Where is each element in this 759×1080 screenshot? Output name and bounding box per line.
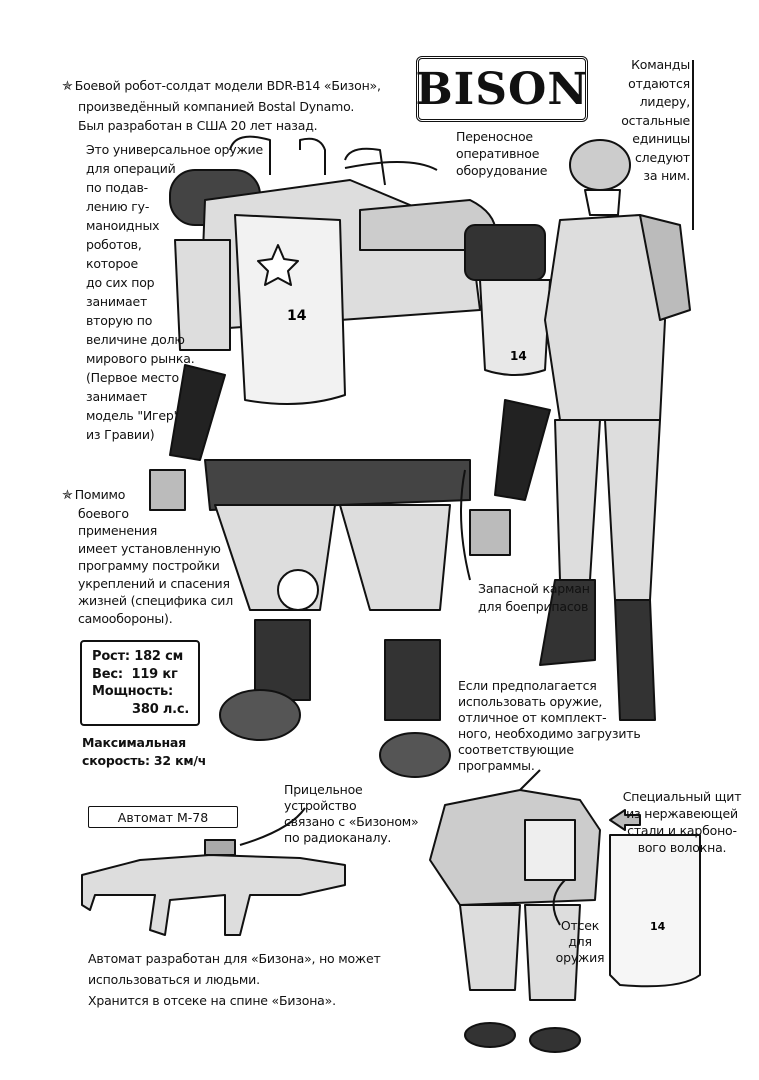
shield-drawing: [609, 809, 701, 988]
secondary-use-note: ✯Помимо боевого применения имеет установ…: [62, 487, 234, 626]
intro-note: ✯Боевой робот-солдат модели BDR-B14 «Биз…: [62, 76, 381, 136]
star-icon: ✯: [62, 79, 73, 94]
stat-power-label: Мощность:: [92, 684, 174, 699]
compartment-note: Отсек для оружия: [555, 918, 605, 965]
rifle-note: Автомат разработан для «Бизона», но може…: [88, 951, 381, 1008]
max-speed-note: Максимальная скорость: 32 км/ч: [82, 735, 207, 768]
shield-note: Специальный щит из нержавеющей стали и к…: [622, 789, 742, 855]
small-robot-drawing: [429, 769, 601, 1053]
weapon-swap-note: Если предполагается использовать оружие,…: [458, 678, 641, 773]
rifle-label: Автомат М-78: [117, 809, 209, 825]
bison-robot-drawing: [149, 135, 551, 778]
portable-equipment-note: Переносное оперативное оборудование: [456, 129, 548, 178]
rifle-drawing: [81, 807, 346, 936]
intro-line: Был разработан в США 20 лет назад.: [78, 118, 318, 133]
sight-note: Прицельное устройство связано с «Бизоном…: [284, 782, 419, 845]
intro-line: произведённый компанией Bostal Dynamo.: [78, 98, 355, 114]
stat-height: Рост: 182 см: [92, 649, 184, 664]
stats-box: Рост: 182 см Вес: 119 кг Мощность: 380 л…: [80, 640, 200, 726]
robot-number-2: 14: [510, 349, 527, 363]
portable-arrow: [344, 161, 438, 171]
pocket-arrow: [460, 469, 471, 581]
intro-line: Боевой робот-солдат модели BDR-B14 «Бизо…: [74, 78, 381, 93]
commands-note: Команды отдаются лидеру, остальные едини…: [621, 57, 690, 183]
soldier-drawing: [539, 60, 694, 721]
shield-number: 14: [650, 920, 666, 933]
robot-number: 14: [287, 308, 307, 324]
spare-pocket-note: Запасной карман для боеприпасов: [478, 581, 590, 614]
star-icon: ✯: [62, 488, 73, 503]
stat-weight: Вес: 119 кг: [92, 666, 178, 682]
stat-power-value: 380 л.с.: [132, 701, 190, 717]
rifle-label-box: Автомат М-78: [88, 806, 238, 828]
page-title: BISON: [415, 56, 588, 122]
weapon-note: Это универсальное оружие для операций по…: [86, 142, 263, 442]
